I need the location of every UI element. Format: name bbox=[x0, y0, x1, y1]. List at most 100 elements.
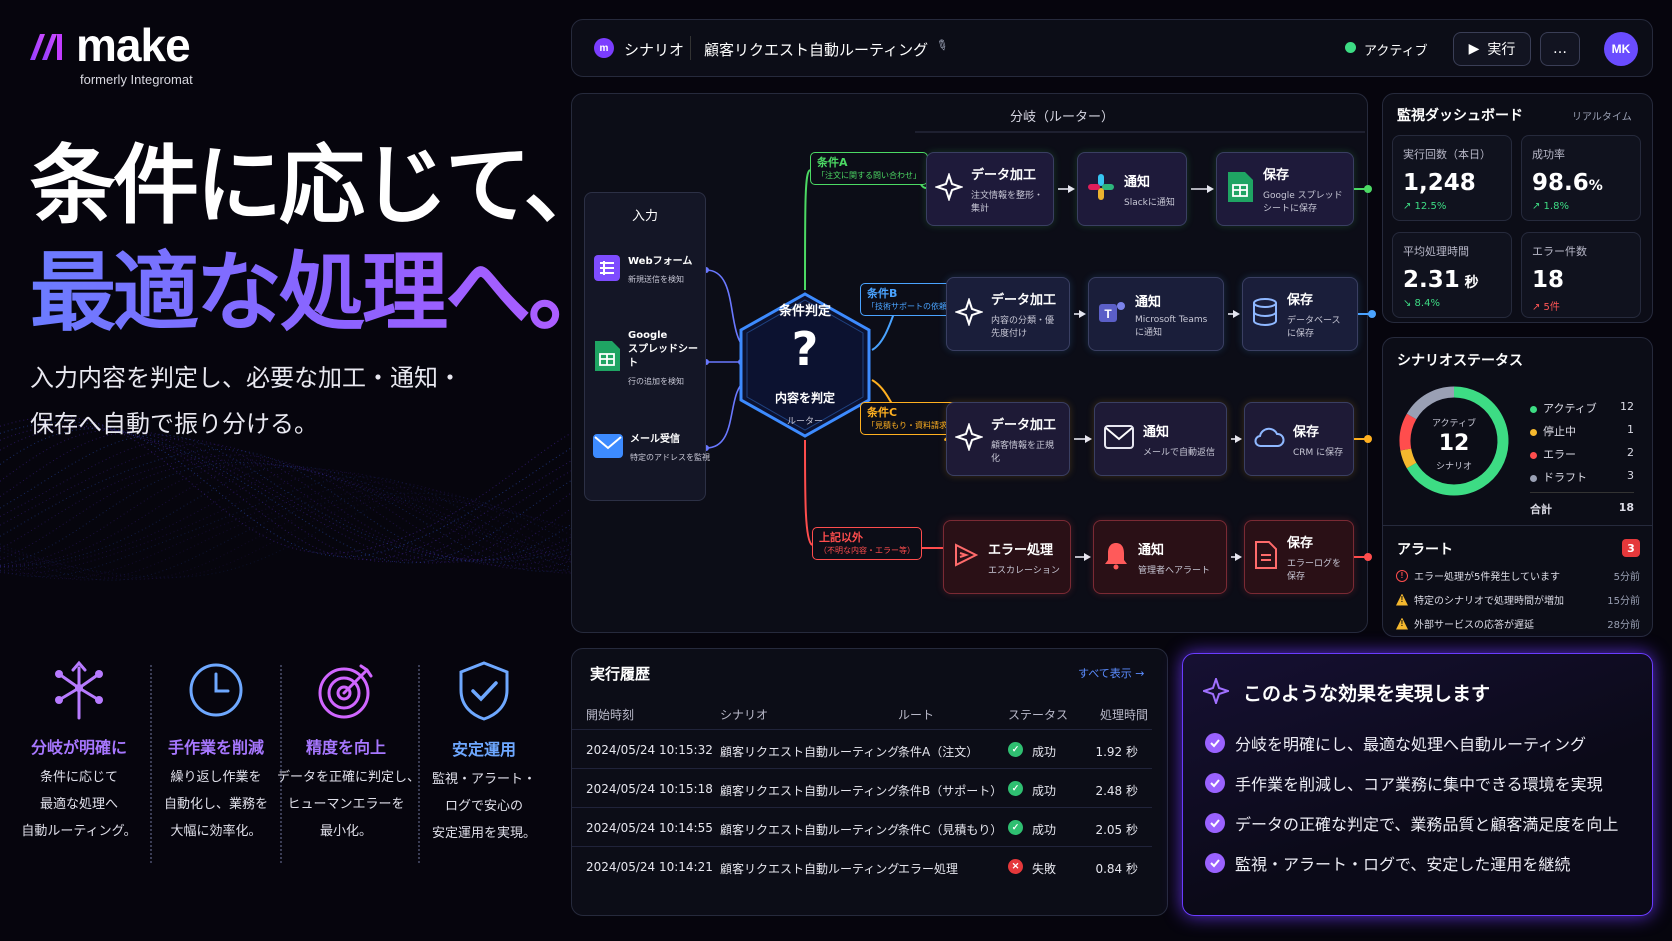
alert-time: 28分前 bbox=[1607, 620, 1640, 631]
flow-node[interactable]: データ加工顧客情報を正規化 bbox=[946, 402, 1070, 476]
warning-icon: ! bbox=[1396, 593, 1408, 606]
condition-description: （不明な内容・エラー等） bbox=[819, 546, 915, 555]
arrow-head bbox=[1084, 553, 1091, 561]
run-button[interactable]: ▶実行 bbox=[1453, 32, 1531, 66]
error-icon: ! bbox=[1396, 569, 1408, 582]
more-button[interactable]: … bbox=[1540, 32, 1580, 66]
wave-line bbox=[0, 421, 590, 558]
route-condition[interactable]: 条件B「技術サポートの依頼」 bbox=[860, 283, 962, 316]
condition-name: 条件A bbox=[817, 156, 848, 169]
condition-name: 上記以外 bbox=[819, 531, 863, 544]
alerts-divider bbox=[1383, 525, 1652, 526]
cell-duration: 0.84 秒 bbox=[1095, 862, 1138, 876]
alert-time: 15分前 bbox=[1607, 596, 1640, 607]
breadcrumb-scenario[interactable]: シナリオ bbox=[624, 41, 685, 59]
feature-title: 分岐が明確に bbox=[30, 738, 127, 757]
view-all-link[interactable]: すべて表示 → bbox=[1078, 667, 1145, 680]
scenario-name[interactable]: 顧客リクエスト自動ルーティング bbox=[704, 41, 929, 59]
failure-icon: ✕ bbox=[1008, 859, 1023, 874]
flow-node[interactable]: データ加工注文情報を整形・集計 bbox=[926, 152, 1054, 226]
route-condition[interactable]: 条件A「注文に関する問い合わせ」 bbox=[810, 152, 928, 185]
cell-status: 成功 bbox=[1032, 823, 1057, 837]
column-header[interactable]: ルート bbox=[898, 708, 935, 722]
active-status-dot bbox=[1345, 42, 1356, 53]
input-node[interactable]: Google スプレッドシート行の追加を検知 bbox=[592, 330, 700, 386]
flow-node[interactable]: エラー処理エスカレーション bbox=[943, 520, 1071, 594]
cell-duration: 1.92 秒 bbox=[1095, 745, 1138, 759]
feature-divider bbox=[150, 665, 152, 863]
donut-segment bbox=[1406, 386, 1455, 420]
warning-icon: ! bbox=[1396, 617, 1408, 630]
node-subtitle: 内容の分類・優先度付け bbox=[991, 316, 1055, 339]
router-hexagon[interactable] bbox=[735, 290, 875, 440]
hero-lead-line2: 保存へ自動で振り分ける。 bbox=[30, 410, 318, 438]
column-header[interactable]: 処理時間 bbox=[1100, 708, 1149, 722]
donut-value: 12 bbox=[1438, 431, 1470, 456]
input-node[interactable]: メール受信特定のアドレスを監視 bbox=[592, 420, 710, 476]
status-total-divider bbox=[1530, 492, 1634, 493]
stat-label: 平均処理時間 bbox=[1403, 245, 1469, 258]
wave-line bbox=[0, 496, 590, 581]
wave-line bbox=[0, 434, 590, 562]
effects-panel bbox=[1182, 653, 1653, 916]
feature-desc: 最小化。 bbox=[319, 824, 372, 839]
arrow-head bbox=[1235, 553, 1242, 561]
hero-lead-line1: 入力内容を判定し、必要な加工・通知・ bbox=[30, 364, 462, 392]
node-subtitle: エラーログを保存 bbox=[1287, 559, 1342, 582]
check-icon bbox=[1205, 733, 1225, 753]
feature-desc: 大幅に効率化。 bbox=[170, 824, 262, 839]
router-section-label: 分岐（ルーター） bbox=[1010, 110, 1115, 125]
flow-node[interactable]: 保存エラーログを保存 bbox=[1244, 520, 1354, 594]
flow-node[interactable]: 通知メールで自動返信 bbox=[1094, 402, 1227, 476]
route-condition[interactable]: 上記以外 （不明な内容・エラー等） bbox=[812, 527, 922, 560]
flow-node[interactable]: 通知管理者へアラート bbox=[1093, 520, 1227, 594]
check-icon bbox=[1205, 773, 1225, 793]
flow-node[interactable]: データ加工内容の分類・優先度付け bbox=[946, 277, 1070, 351]
wave-line bbox=[0, 487, 590, 581]
flow-node[interactable]: 保存データベースに保存 bbox=[1242, 277, 1358, 351]
stat-delta: ↗ 5件 bbox=[1532, 302, 1560, 313]
column-header[interactable]: 開始時刻 bbox=[586, 708, 635, 722]
feature-title: 安定運用 bbox=[451, 740, 516, 759]
status-title: シナリオステータス bbox=[1397, 353, 1523, 369]
effects-title: このような効果を実現します bbox=[1243, 683, 1491, 705]
input-title: Webフォーム bbox=[628, 256, 693, 267]
node-title: 通知 bbox=[1138, 542, 1165, 558]
input-subtitle: 特定のアドレスを監視 bbox=[630, 453, 710, 462]
feature-desc: ログで安心の bbox=[444, 799, 523, 814]
cell-time: 2024/05/24 10:15:18 bbox=[586, 782, 713, 796]
effect-text: 監視・アラート・ログで、安定した運用を継続 bbox=[1235, 855, 1571, 874]
condition-description: 「見積もり・資料請求」 bbox=[867, 421, 955, 430]
stat-label: 実行回数（本日） bbox=[1403, 148, 1491, 161]
background-wave bbox=[0, 416, 590, 581]
node-title: 保存 bbox=[1287, 293, 1314, 308]
effect-item: 監視・アラート・ログで、安定した運用を継続 bbox=[1205, 851, 1570, 875]
column-header[interactable]: ステータス bbox=[1008, 708, 1069, 722]
avatar[interactable]: MK bbox=[1604, 32, 1638, 66]
execution-history-panel bbox=[571, 648, 1168, 916]
input-node[interactable]: Webフォーム新規送信を検知 bbox=[592, 242, 700, 298]
sparkle-icon bbox=[953, 296, 985, 330]
wave-line bbox=[0, 426, 590, 563]
cell-status: 成功 bbox=[1032, 784, 1057, 798]
donut-bottom-label: シナリオ bbox=[1435, 462, 1472, 472]
column-header[interactable]: シナリオ bbox=[720, 708, 769, 722]
route-condition[interactable]: 条件C「見積もり・資料請求」 bbox=[860, 402, 962, 435]
feature-desc: 監視・アラート・ bbox=[431, 772, 536, 787]
arrow-head bbox=[1079, 310, 1086, 318]
alerts-title: アラート bbox=[1397, 542, 1453, 558]
